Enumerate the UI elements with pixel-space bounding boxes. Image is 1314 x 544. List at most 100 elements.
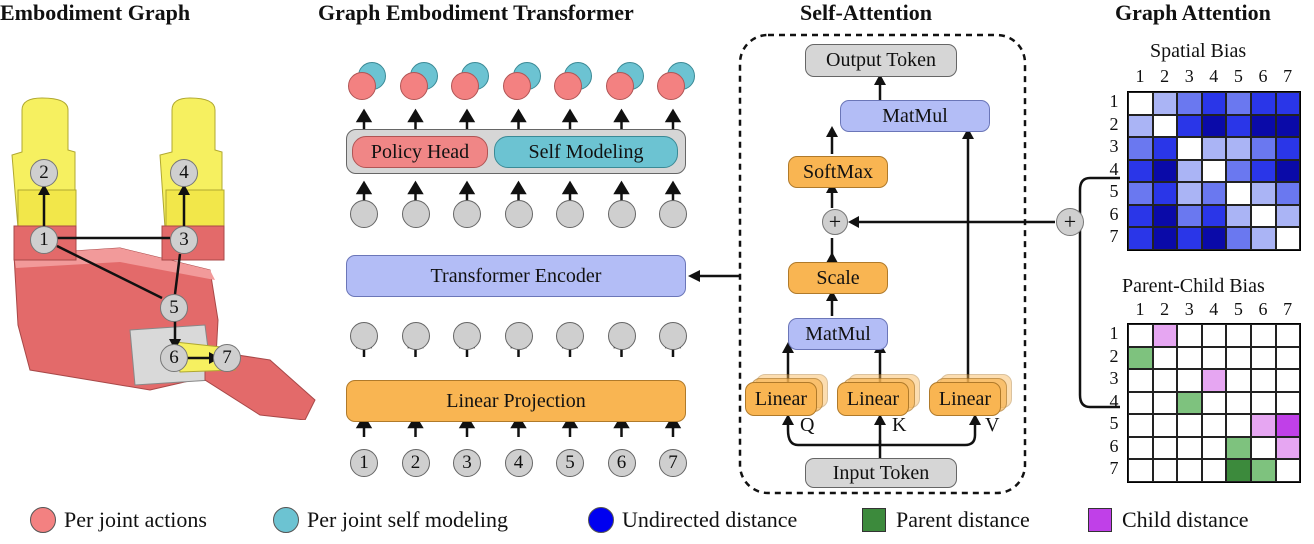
spatial-cell (1275, 159, 1301, 182)
spatial-cell (1275, 227, 1301, 250)
spatial-cell (1250, 159, 1276, 182)
input-token-4: 4 (504, 449, 533, 477)
parent-child-cell (1226, 391, 1251, 414)
parent-child-cell (1250, 369, 1276, 392)
matrix-col-label: 4 (1209, 299, 1219, 319)
embodiment-node-3: 3 (170, 226, 198, 254)
parent-child-cell (1177, 369, 1202, 392)
parent-child-cell (1152, 414, 1178, 437)
spatial-cell (1128, 137, 1153, 160)
matrix-row-label: 3 (1109, 136, 1119, 156)
parent-child-cell (1275, 324, 1301, 347)
matrix-row-label: 6 (1109, 203, 1119, 224)
spatial-cell (1128, 92, 1153, 115)
add-operator: + (822, 209, 848, 235)
parent-child-cell (1226, 346, 1251, 369)
input-token-box: Input Token (805, 458, 957, 488)
matmul-top: MatMul (840, 100, 990, 132)
spatial-cell (1250, 227, 1276, 250)
parent-child-cell (1275, 369, 1301, 392)
spatial-cell (1177, 114, 1202, 137)
action-token (348, 72, 376, 100)
parent-child-cell (1152, 436, 1178, 459)
parent-child-cell (1128, 369, 1153, 392)
spatial-cell (1201, 159, 1227, 182)
embodiment-node-4: 4 (170, 159, 198, 187)
matrix-row-label: 2 (1109, 113, 1119, 134)
spatial-cell (1128, 114, 1153, 137)
matrix-row-label: 1 (1109, 91, 1119, 111)
spatial-cell (1152, 137, 1178, 160)
embodiment-node-5: 5 (160, 294, 188, 322)
parent-child-cell (1201, 369, 1227, 392)
parent-child-cell (1201, 414, 1227, 437)
softmax-box: SoftMax (788, 156, 888, 188)
matrix-row-label: 7 (1109, 226, 1119, 246)
graph-bias-bracket (1078, 176, 1120, 409)
spatial-cell (1201, 227, 1227, 250)
spatial-cell (1250, 92, 1276, 115)
parent-child-cell (1152, 391, 1178, 414)
hidden-tokens-lower (343, 320, 703, 354)
spatial-cell (1275, 92, 1301, 115)
parent-child-cell (1128, 391, 1153, 414)
parent-child-cell (1250, 459, 1276, 482)
linear-projection: Linear Projection (346, 380, 686, 422)
spatial-cell (1275, 182, 1301, 205)
output-token-box: Output Token (805, 44, 957, 77)
spatial-cell (1152, 114, 1178, 137)
action-token (605, 72, 634, 100)
parent-child-cell (1128, 346, 1153, 369)
transformer-title: Graph Embodiment Transformer (318, 0, 634, 25)
embodiment-node-7: 7 (213, 344, 241, 372)
parent-child-cell (1275, 459, 1301, 482)
self-attention-connectors (688, 33, 1055, 495)
action-token (502, 72, 531, 100)
parent-child-cell (1128, 436, 1153, 459)
parent-child-bias-matrix (1127, 323, 1302, 483)
spatial-cell (1177, 182, 1202, 205)
matrix-row-label: 5 (1109, 413, 1119, 433)
parent-child-bias-title: Parent-Child Bias (1122, 275, 1265, 297)
legend-undirected: Undirected distance (588, 507, 797, 533)
transformer-encoder: Transformer Encoder (346, 255, 686, 297)
parent-child-cell (1201, 459, 1227, 482)
parent-child-cell (1177, 391, 1202, 414)
spatial-cell (1128, 159, 1153, 182)
output-tokens (343, 60, 703, 110)
spatial-cell (1226, 182, 1251, 205)
spatial-cell (1201, 137, 1227, 160)
parent-child-cell (1177, 436, 1202, 459)
graph-bias-add-operator: + (1056, 208, 1084, 236)
spatial-cell (1226, 92, 1251, 115)
self-attention-title: Self-Attention (800, 0, 932, 25)
parent-child-cell (1201, 324, 1227, 347)
parent-child-cell (1201, 391, 1227, 414)
spatial-bias-title: Spatial Bias (1150, 40, 1247, 62)
spatial-cell (1177, 204, 1202, 227)
action-token (657, 72, 685, 100)
spatial-cell (1128, 182, 1153, 205)
spatial-cell (1250, 137, 1276, 160)
parent-child-cell (1226, 414, 1251, 437)
parent-child-cell (1250, 324, 1276, 347)
spatial-cell (1201, 182, 1227, 205)
parent-child-cell (1275, 436, 1301, 459)
input-token-2: 2 (401, 449, 430, 477)
q-label: Q (800, 414, 815, 436)
spatial-bias-matrix (1127, 91, 1302, 251)
self-modeling-head: Self Modeling (494, 136, 678, 168)
parent-child-cell (1275, 391, 1301, 414)
matrix-col-label: 2 (1160, 299, 1170, 319)
spatial-cell (1152, 159, 1178, 182)
embodiment-node-2: 2 (30, 159, 58, 187)
parent-child-cell (1201, 436, 1227, 459)
matrix-col-label: 1 (1135, 299, 1145, 319)
matrix-col-label: 7 (1283, 66, 1293, 86)
spatial-cell (1226, 114, 1251, 137)
embodiment-node-6: 6 (160, 344, 188, 372)
spatial-cell (1177, 92, 1202, 115)
parent-child-cell (1152, 324, 1178, 347)
